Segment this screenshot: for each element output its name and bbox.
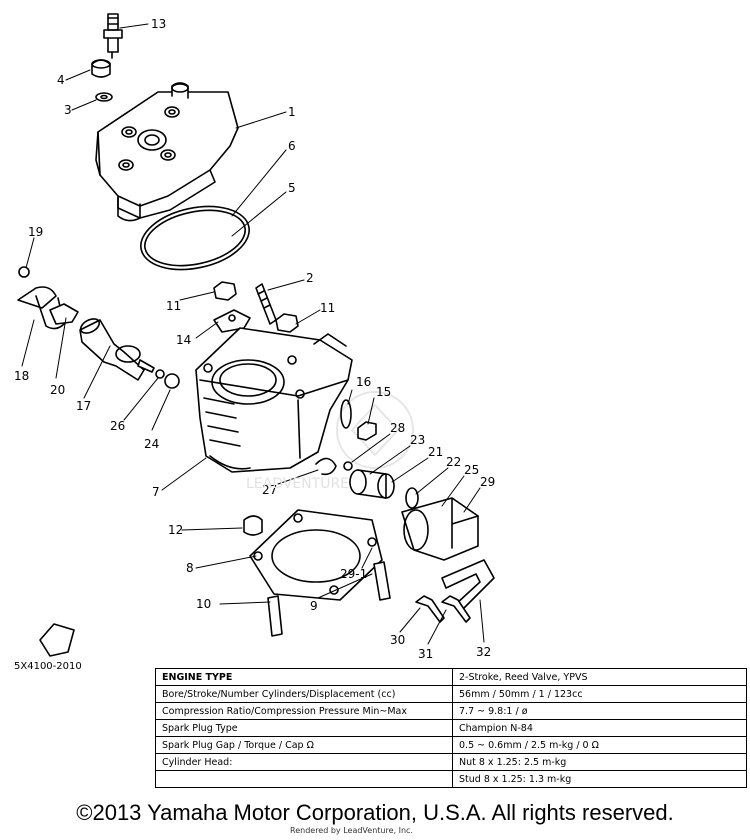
ypvs-housing [401, 497, 479, 561]
callout-2: 2 [306, 271, 314, 285]
callout-30: 30 [390, 633, 405, 647]
hose-clamp-nut [164, 373, 180, 389]
callout-8: 8 [186, 561, 194, 575]
water-elbow [17, 286, 65, 330]
dowel-pin [243, 515, 263, 536]
callout-5: 5 [288, 181, 296, 195]
callout-16: 16 [356, 375, 371, 389]
head-stud [255, 283, 277, 325]
engine-spec-table: ENGINE TYPE 2-Stroke, Reed Valve, YPVS B… [155, 668, 747, 788]
ypvs-bolt-left [415, 595, 445, 623]
spec-label: Spark Plug Gap / Torque / Cap Ω [155, 736, 453, 754]
callout-18: 18 [14, 369, 29, 383]
spec-row: Spark Plug Type Champion N-84 [155, 719, 747, 737]
exhaust-washer [340, 399, 352, 429]
callout-1: 1 [288, 105, 296, 119]
spec-value: 0.5 ~ 0.6mm / 2.5 m-kg / 0 Ω [452, 736, 747, 754]
cylinder-head [95, 82, 239, 222]
callout-22: 22 [446, 455, 461, 469]
callout-3: 3 [64, 103, 72, 117]
spec-label: Spark Plug Type [155, 719, 453, 737]
watermark-logo [336, 391, 414, 469]
base-stud-left [267, 595, 283, 637]
callout-12: 12 [168, 523, 183, 537]
exploded-parts-diagram: 13 4 3 1 6 5 19 2 11 11 14 18 20 17 26 2… [14, 13, 495, 661]
callout-24: 24 [144, 437, 159, 451]
elbow-gasket [49, 303, 79, 325]
callout-28: 28 [390, 421, 405, 435]
cylinder-head-o-ring [140, 205, 250, 271]
callout-26: 26 [110, 419, 125, 433]
callout-7: 7 [152, 485, 160, 499]
spec-row: Spark Plug Gap / Torque / Cap Ω 0.5 ~ 0.… [155, 736, 747, 754]
washer [95, 92, 113, 102]
cap-nut [91, 59, 111, 78]
spec-value: 7.7 ~ 9.8:1 / ø [452, 702, 747, 720]
callout-29-1: 29-1 [340, 567, 367, 581]
callout-15: 15 [376, 385, 391, 399]
watermark-text: LEADVENTURE [246, 476, 349, 492]
callout-17: 17 [76, 399, 91, 413]
nut-left [213, 281, 237, 301]
cylinder-base-gasket [249, 509, 383, 601]
cylinder [195, 327, 353, 473]
callout-11-right: 11 [320, 301, 335, 315]
spec-value: Nut 8 x 1.25: 2.5 m-kg [452, 753, 747, 771]
leader-lines [21, 23, 485, 645]
base-stud-right [373, 561, 391, 601]
small-o-ring [155, 369, 165, 379]
callout-4: 4 [57, 73, 65, 87]
callout-27: 27 [262, 483, 277, 497]
spec-label [155, 770, 453, 788]
exhaust-seal [405, 487, 419, 509]
hose-tip [137, 359, 155, 373]
spec-row: ENGINE TYPE 2-Stroke, Reed Valve, YPVS [155, 668, 747, 686]
spec-value: 56mm / 50mm / 1 / 123cc [452, 685, 747, 703]
ypvs-bolt-right [441, 595, 471, 623]
exhaust-bolt-small [343, 461, 353, 471]
ypvs-clip [315, 457, 337, 476]
callout-6: 6 [288, 139, 296, 153]
spec-label: Compression Ratio/Compression Pressure M… [155, 702, 453, 720]
spec-label: Bore/Stroke/Number Cylinders/Displacemen… [155, 685, 453, 703]
elbow-bolt [18, 266, 30, 278]
drawing-code: 5X4100-2010 [14, 661, 82, 672]
spec-row: Bore/Stroke/Number Cylinders/Displacemen… [155, 685, 747, 703]
callout-25: 25 [464, 463, 479, 477]
spec-row: Compression Ratio/Compression Pressure M… [155, 702, 747, 720]
callout-23: 23 [410, 433, 425, 447]
spec-value: Stud 8 x 1.25: 1.3 m-kg [452, 770, 747, 788]
callout-21: 21 [428, 445, 443, 459]
callout-20: 20 [50, 383, 65, 397]
spec-label: Cylinder Head: [155, 753, 453, 771]
callout-31: 31 [418, 647, 433, 661]
exhaust-bolt [357, 421, 377, 441]
callout-11-left: 11 [166, 299, 181, 313]
exhaust-collar [349, 469, 395, 499]
callout-32: 32 [476, 645, 491, 659]
spec-value: Champion N-84 [452, 719, 747, 737]
rendered-by-credit: Rendered by LeadVenture, Inc. [290, 826, 413, 835]
spec-value: 2-Stroke, Reed Valve, YPVS [452, 668, 747, 686]
water-hose [79, 318, 145, 381]
front-arrow-icon [39, 623, 75, 657]
spark-plug [103, 13, 123, 59]
spec-row: Stud 8 x 1.25: 1.3 m-kg [155, 770, 747, 788]
spec-row: Cylinder Head: Nut 8 x 1.25: 2.5 m-kg [155, 753, 747, 771]
spec-label: ENGINE TYPE [155, 668, 453, 686]
callout-14: 14 [176, 333, 191, 347]
callout-19: 19 [28, 225, 43, 239]
callout-10: 10 [196, 597, 211, 611]
callout-9: 9 [310, 599, 318, 613]
callout-13: 13 [151, 17, 166, 31]
nut-right [275, 313, 299, 333]
copyright-notice: ©2013 Yamaha Motor Corporation, U.S.A. A… [76, 800, 674, 825]
callout-29: 29 [480, 475, 495, 489]
